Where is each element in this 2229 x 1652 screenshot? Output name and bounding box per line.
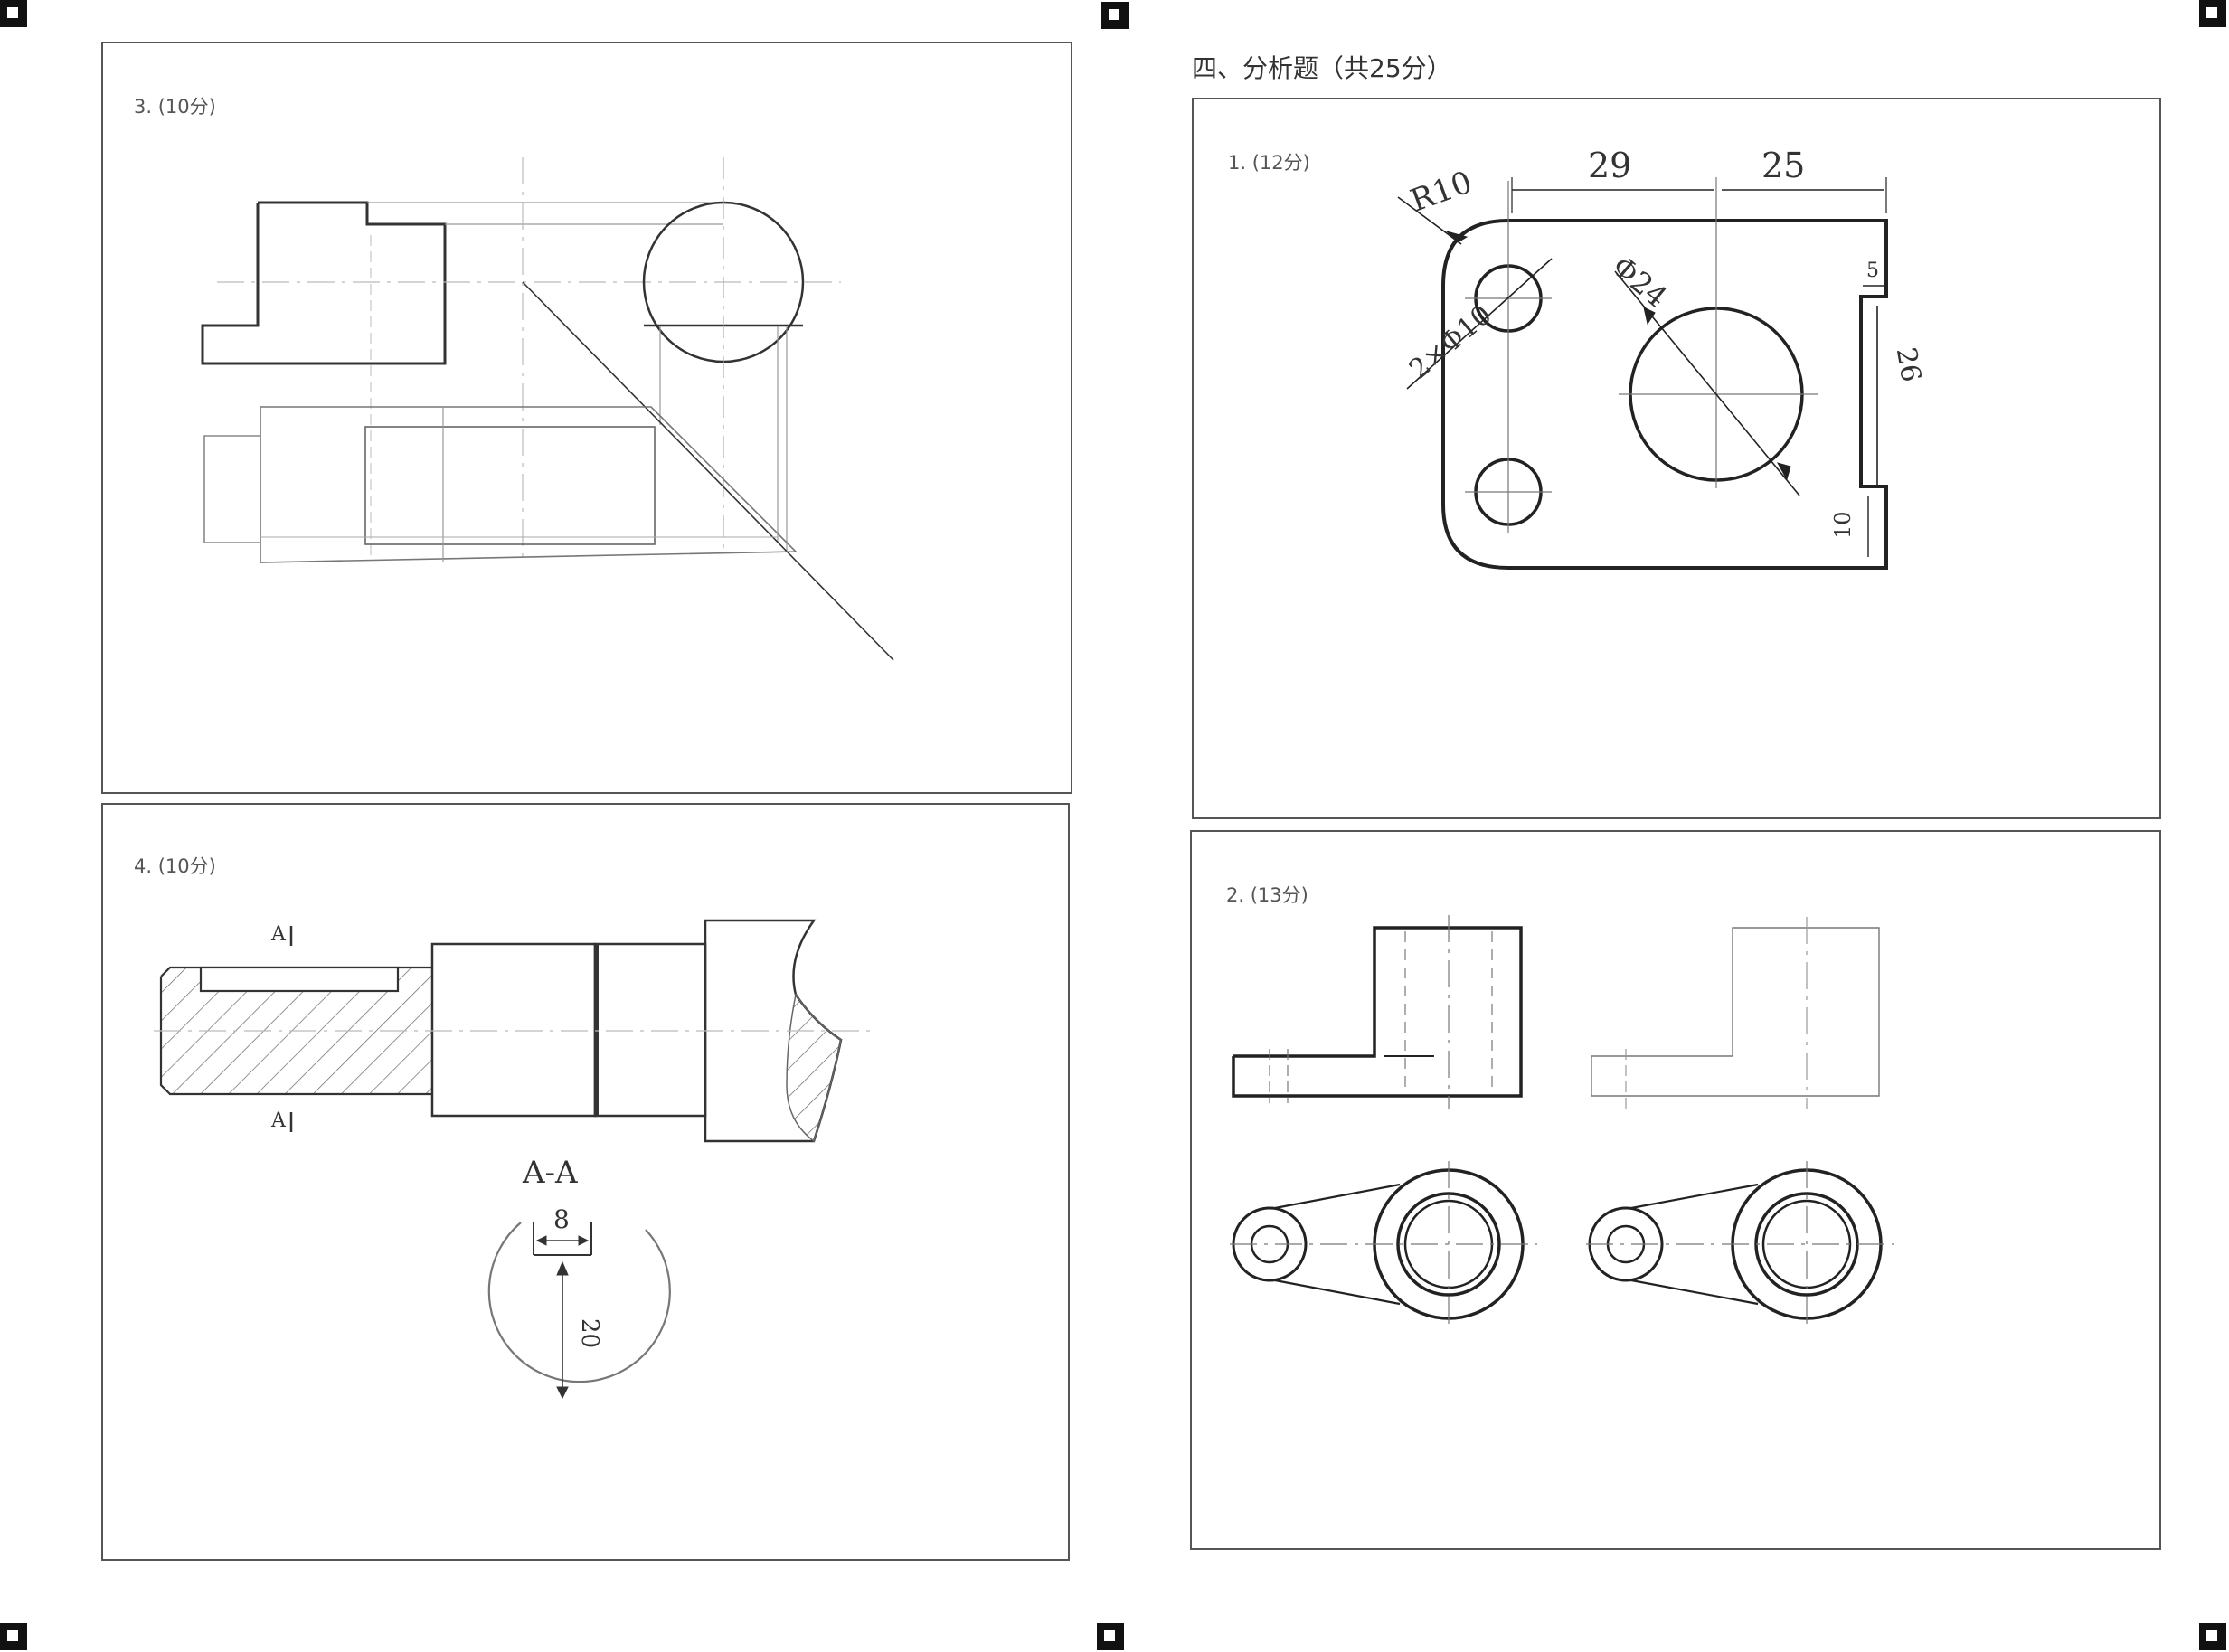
analysis-2-drawing	[1230, 915, 1894, 1326]
registration-marker-top-left	[0, 0, 27, 27]
analysis-1-label: 1. (12分)	[1228, 152, 1310, 174]
question-3-label: 3. (10分)	[134, 96, 216, 118]
registration-marker-top-center	[1101, 2, 1129, 29]
height-26-dimension: 26	[1890, 345, 1927, 385]
registration-marker-top-right	[2199, 0, 2226, 27]
question-3-panel	[101, 42, 1072, 794]
analysis-1-drawing	[1397, 177, 1888, 570]
question-4-panel	[101, 803, 1070, 1561]
registration-marker-bottom-center	[1097, 1623, 1124, 1650]
fillet-radius-dimension: R10	[1406, 164, 1477, 219]
height-5-dimension: 5	[1866, 260, 1879, 282]
registration-marker-bottom-right	[2199, 1623, 2226, 1650]
section-view-title: A-A	[522, 1155, 578, 1191]
section-title: 四、分析题（共25分）	[1192, 53, 1452, 83]
question-4-label: 4. (10分)	[134, 855, 216, 877]
analysis-1-panel	[1192, 98, 2161, 819]
analysis-2-label: 2. (13分)	[1226, 884, 1308, 906]
keyway-width-dimension: 8	[553, 1204, 570, 1234]
keyway-depth-dimension: 20	[576, 1318, 603, 1348]
section-mark-top: A	[270, 923, 287, 946]
width-25-dimension: 25	[1761, 146, 1805, 185]
analysis-2-panel	[1190, 830, 2161, 1550]
section-mark-bottom: A	[270, 1109, 287, 1132]
height-10-dimension: 10	[1830, 511, 1856, 539]
question-3-drawing	[201, 157, 894, 661]
registration-marker-bottom-left	[0, 1623, 27, 1650]
width-29-dimension: 29	[1588, 146, 1631, 185]
big-hole-dimension: Φ24	[1605, 249, 1674, 314]
question-4-drawing	[154, 919, 877, 1400]
hole-dimension: 2×Φ10	[1403, 299, 1497, 386]
